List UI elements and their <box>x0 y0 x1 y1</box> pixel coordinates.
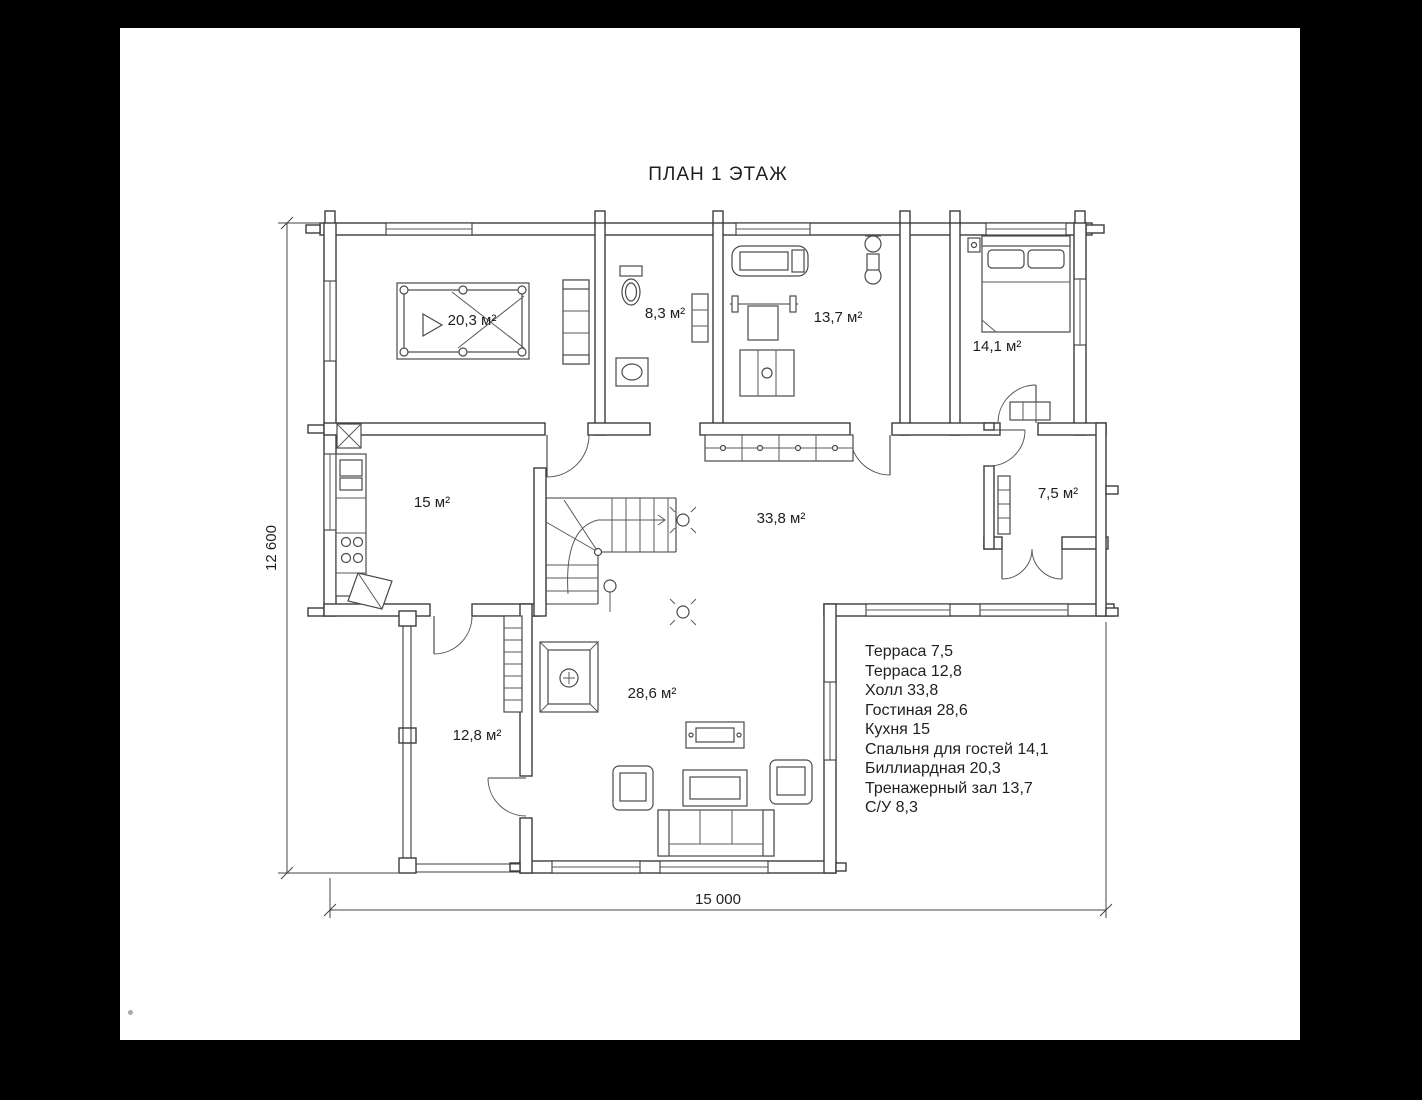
room-label-terrace-right: 7,5 м² <box>1038 485 1078 502</box>
gym-bench <box>730 295 798 341</box>
washbasin <box>615 357 649 387</box>
speck-artifact <box>128 1010 133 1015</box>
legend-line: Биллиардная 20,3 <box>865 760 1001 777</box>
dimension-width-label: 15 000 <box>695 891 741 908</box>
kitchen-counter <box>335 453 367 597</box>
nightstand <box>967 237 981 253</box>
room-label-living-room: 28,6 м² <box>628 685 677 702</box>
armchair-right <box>769 759 813 805</box>
gym-machine <box>739 349 795 397</box>
room-label-guest-bedroom: 14,1 м² <box>973 338 1022 355</box>
coffee-table <box>682 769 748 807</box>
billiard-sofa <box>562 279 590 365</box>
terrace-posts <box>398 610 520 874</box>
radiator <box>997 475 1011 535</box>
ceiling-light-lower <box>669 598 697 626</box>
exercise-bike <box>864 235 882 285</box>
legend-line: Кухня 15 <box>865 721 930 738</box>
toilet <box>619 265 643 306</box>
room-label-bathroom: 8,3 м² <box>645 305 685 322</box>
staircase <box>545 497 677 605</box>
legend-line: Холл 33,8 <box>865 682 938 699</box>
double-bed <box>981 235 1071 333</box>
dresser <box>1009 401 1051 421</box>
kitchen-corner-unit <box>347 572 393 610</box>
treadmill <box>731 245 809 277</box>
legend: Терраса 7,5 Терраса 12,8 Холл 33,8 Гости… <box>865 643 1049 816</box>
dimension-height-label: 12 600 <box>263 525 280 571</box>
shelf-strip <box>503 615 523 713</box>
legend-line: Спальня для гостей 14,1 <box>865 741 1049 758</box>
room-label-hall: 33,8 м² <box>757 510 806 527</box>
room-label-kitchen: 15 м² <box>414 494 450 511</box>
floor-plan-drawing: 12 600 15 000 ПЛАН 1 ЭТАЖ 20,3 м² 8,3 м²… <box>263 164 1119 918</box>
room-label-gym: 13,7 м² <box>814 309 863 326</box>
billiard-table <box>396 282 530 360</box>
legend-line: Терраса 7,5 <box>865 643 953 660</box>
room-label-terrace-left: 12,8 м² <box>453 727 502 744</box>
living-sofa <box>657 809 775 857</box>
windows <box>323 222 1087 874</box>
legend-line: Тренажерный зал 13,7 <box>865 780 1033 797</box>
corner-stove <box>539 641 599 713</box>
plan-title: ПЛАН 1 ЭТАЖ <box>648 164 788 185</box>
legend-line: Гостиная 28,6 <box>865 702 968 719</box>
room-label-billiard: 20,3 м² <box>448 312 497 329</box>
bathroom-shelf <box>691 293 709 343</box>
armchair-left <box>612 765 654 811</box>
plan-sheet: 12 600 15 000 ПЛАН 1 ЭТАЖ 20,3 м² 8,3 м²… <box>120 28 1300 1040</box>
dimension-left <box>278 216 398 880</box>
ceiling-light-upper <box>669 506 697 534</box>
hall-wardrobe <box>704 434 854 462</box>
legend-line: С/У 8,3 <box>865 799 918 816</box>
newel-post <box>603 579 617 612</box>
kitchen-vent-cabinet <box>336 423 362 449</box>
doors <box>433 384 1063 817</box>
tv-console <box>685 721 745 749</box>
legend-line: Терраса 12,8 <box>865 663 962 680</box>
dimension-bottom <box>323 622 1113 918</box>
